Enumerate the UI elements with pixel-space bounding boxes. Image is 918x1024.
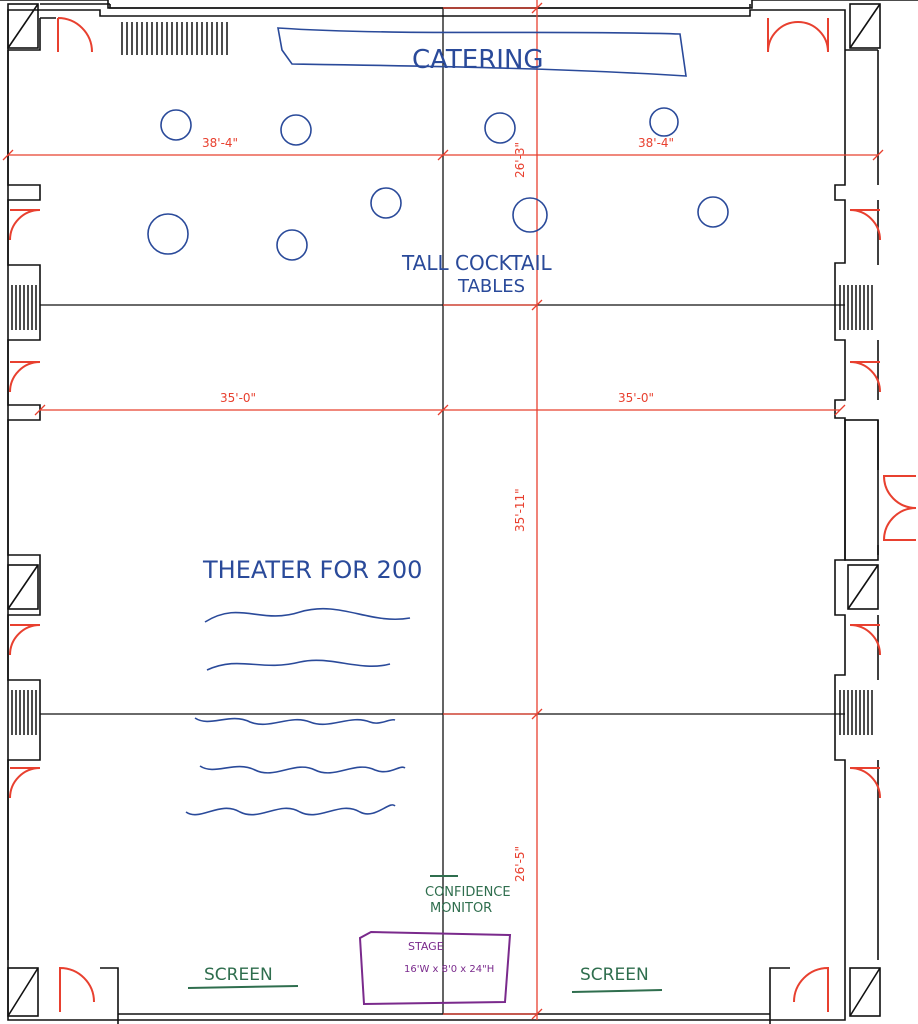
theater-rows xyxy=(185,607,411,816)
theater-label: THEATER FOR 200 xyxy=(202,556,422,584)
stage-label: STAGE xyxy=(408,940,444,953)
vents-side xyxy=(11,285,873,735)
dimension-label: 35'-0" xyxy=(618,391,654,405)
stage xyxy=(358,930,512,1006)
screen-right-label: SCREEN xyxy=(580,965,649,985)
screen-left xyxy=(187,985,299,989)
doors xyxy=(9,17,917,1012)
catering-label: CATERING xyxy=(412,45,544,75)
stage-dimensions: 16'W x 8'0 x 24"H xyxy=(404,964,494,975)
confidence-monitor-label: MONITOR xyxy=(430,901,492,916)
vent-top xyxy=(121,22,228,55)
partition-lines xyxy=(40,7,845,1015)
cocktail-label: TABLES xyxy=(457,276,525,297)
dimension-label: 38'-4" xyxy=(202,136,238,150)
screen-left-label: SCREEN xyxy=(204,965,273,985)
cocktail-tables xyxy=(147,107,729,261)
dimension-label: 26'-5" xyxy=(513,846,527,882)
dimension-label: 35'-0" xyxy=(220,391,256,405)
dimension-lines xyxy=(2,0,884,1020)
dimension-label: 35'-11" xyxy=(513,488,527,532)
dimension-label: 38'-4" xyxy=(638,136,674,150)
confidence-monitor-label: CONFIDENCE xyxy=(425,885,511,900)
dimension-label: 26'-3" xyxy=(513,142,527,178)
screen-right xyxy=(571,989,663,993)
catering-table xyxy=(277,27,687,77)
cocktail-label: TALL COCKTAIL xyxy=(401,251,552,275)
